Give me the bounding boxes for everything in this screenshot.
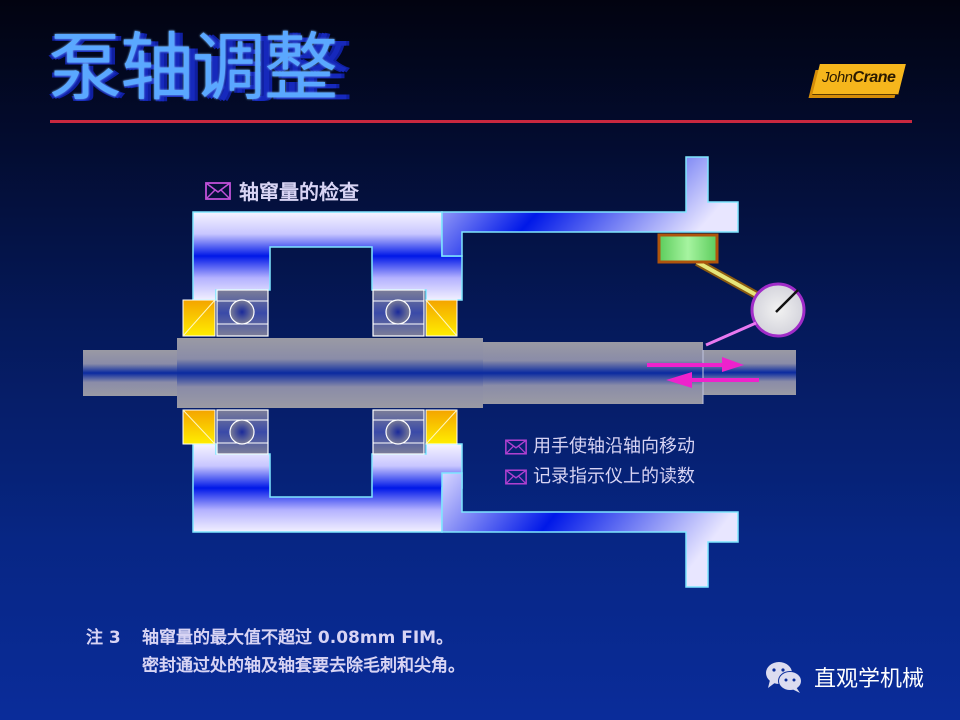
title-divider	[50, 120, 912, 123]
envelope-bullet-icon	[505, 469, 527, 485]
procedure-steps: 用手使轴沿轴向移动 记录指示仪上的读数	[505, 432, 695, 492]
dial-indicator	[657, 233, 806, 347]
dial-needle	[775, 289, 799, 313]
axial-movement-arrows	[647, 357, 759, 388]
logo-word-crane: Crane	[852, 69, 896, 86]
note-line: 轴窜量的最大值不超过 0.08mm FIM。	[142, 628, 454, 648]
pump-housing-upper	[192, 156, 739, 301]
john-crane-logo: JohnCrane	[808, 64, 906, 98]
step-text: 用手使轴沿轴向移动	[533, 436, 695, 457]
step-text: 记录指示仪上的读数	[533, 466, 695, 487]
shaft	[83, 338, 796, 408]
wechat-icon	[766, 662, 802, 693]
logo-word-john: John	[822, 69, 853, 86]
slide-title-shadow: 泵轴调整	[48, 27, 350, 113]
step-item: 用手使轴沿轴向移动	[505, 432, 695, 462]
note-block: 注 3 轴窜量的最大值不超过 0.08mm FIM。 密封通过处的轴及轴套要去除…	[86, 624, 465, 680]
slide-title: 泵轴调整 泵轴调整	[48, 18, 468, 118]
wechat-watermark: 直观学机械	[764, 660, 924, 694]
note-label: 注 3	[86, 628, 121, 648]
magnetic-base	[657, 233, 719, 264]
step-item: 记录指示仪上的读数	[505, 462, 695, 492]
watermark-text: 直观学机械	[814, 667, 925, 692]
bearing-bottom-left	[182, 409, 269, 455]
section-heading-text: 轴窜量的检查	[239, 180, 359, 204]
envelope-bullet-icon	[205, 181, 231, 200]
note-line: 密封通过处的轴及轴套要去除毛刺和尖角。	[142, 656, 465, 676]
section-heading: 轴窜量的检查	[205, 176, 359, 205]
dial-probe	[705, 321, 757, 347]
bearing-bottom-right	[372, 409, 458, 455]
slide-title-text: 泵轴调整	[48, 25, 338, 111]
pump-housing-lower	[192, 443, 739, 588]
bearing-top-right	[372, 289, 458, 337]
envelope-bullet-icon	[505, 439, 527, 455]
bearing-top-left	[182, 289, 269, 337]
